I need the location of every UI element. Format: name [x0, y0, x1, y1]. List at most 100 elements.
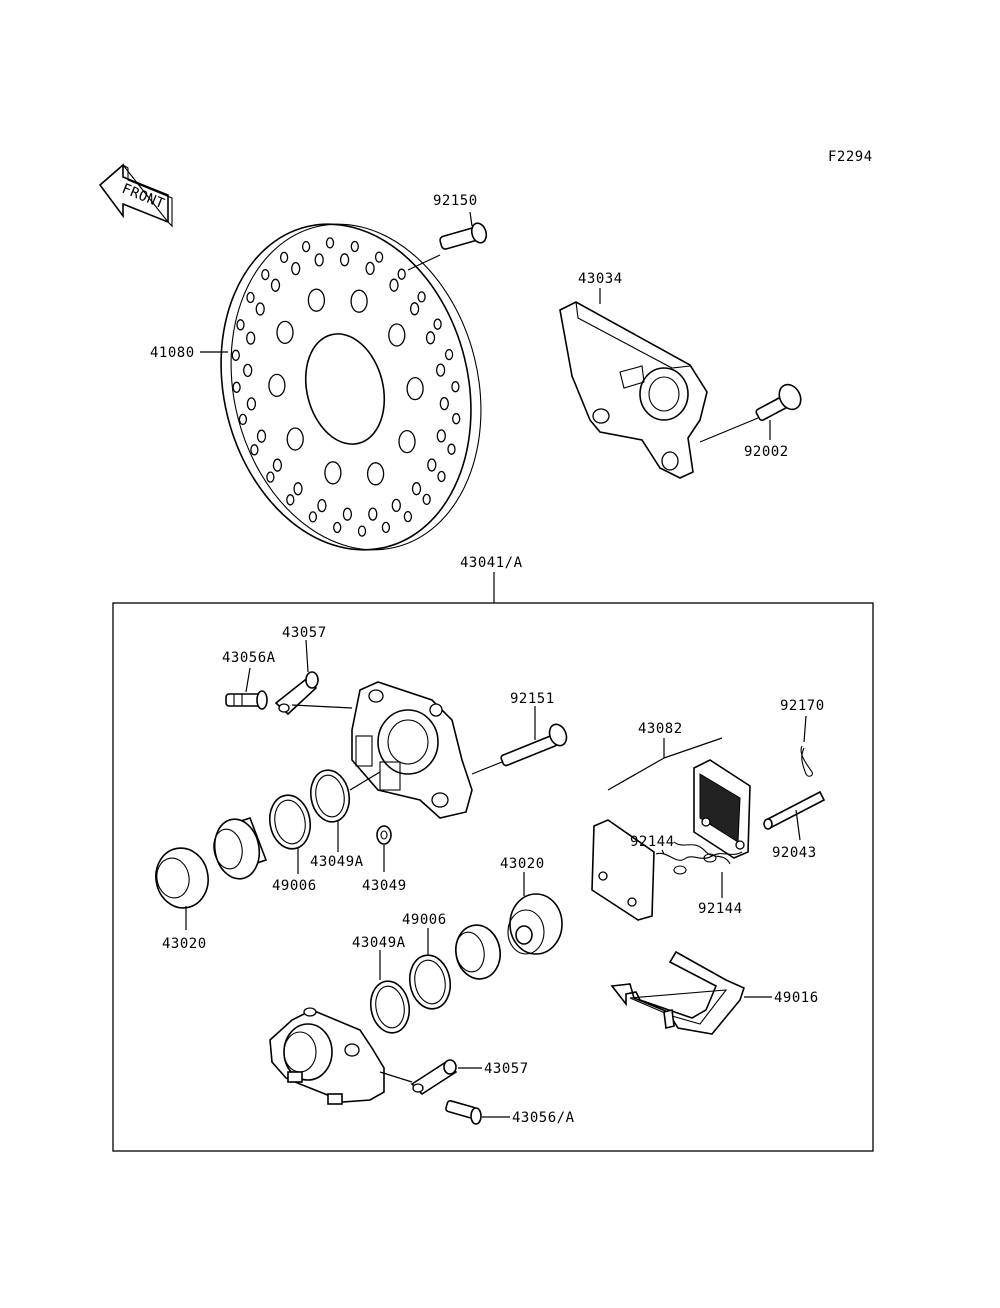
disc-hole	[232, 381, 241, 393]
label-43057-top: 43057	[282, 625, 327, 641]
disc-hole	[231, 349, 240, 361]
disc-hole	[307, 288, 326, 312]
disc-hole	[250, 444, 259, 456]
pad-pin	[763, 790, 826, 830]
bleeder-valve-bottom	[445, 1100, 482, 1125]
disc-hole	[243, 363, 253, 378]
piston-right	[507, 893, 563, 955]
label-41080: 41080	[150, 345, 195, 361]
label-92144-a: 92144	[630, 834, 675, 850]
label-92170: 92170	[780, 698, 825, 714]
bleeder-cap-bottom	[410, 1059, 458, 1096]
disc-hole	[439, 396, 449, 411]
label-43057-bottom: 43057	[484, 1061, 529, 1077]
caliper-bracket	[559, 301, 708, 479]
disc-hole	[374, 251, 384, 263]
caliper-body-top	[351, 681, 473, 819]
disc-hole	[436, 429, 446, 443]
disc-hole	[255, 302, 265, 316]
label-43056-bottom: 43056/A	[512, 1110, 575, 1126]
label-43034: 43034	[578, 271, 623, 287]
label-43041: 43041/A	[460, 555, 523, 571]
disc-hole	[333, 521, 342, 534]
disc-hole	[406, 376, 424, 401]
retaining-clip	[800, 745, 813, 777]
caliper-bolt	[500, 723, 568, 767]
disc-hole	[350, 289, 368, 313]
disc-hole	[388, 323, 406, 347]
label-49016: 49016	[774, 990, 819, 1006]
disc-hole	[301, 240, 311, 253]
label-43020-right: 43020	[500, 856, 545, 872]
label-92144-b: 92144	[698, 901, 743, 917]
disc-hole	[437, 470, 446, 483]
caliper-assembly-box	[112, 602, 874, 1152]
label-43049A-top: 43049A	[310, 854, 364, 870]
disc-hole	[403, 510, 413, 523]
disc-hole	[276, 320, 294, 345]
disc-hole	[411, 482, 422, 496]
piston-top-outer	[155, 847, 209, 909]
dust-seal-bottom	[408, 954, 452, 1010]
disc-hole	[425, 331, 436, 345]
disc-hole	[236, 319, 245, 331]
disc-hole	[368, 507, 378, 521]
brake-pad-left	[591, 819, 655, 921]
pad-shim	[610, 950, 745, 1035]
disc-hole	[268, 373, 286, 398]
disc-hole	[317, 498, 327, 513]
disc-hole	[339, 253, 350, 267]
bracket-bolt	[755, 383, 802, 422]
bleeder-cap-top	[274, 671, 319, 716]
disc-hole	[256, 429, 267, 443]
disc-hole	[342, 507, 353, 521]
disc-hole	[246, 291, 255, 304]
disc-hole	[246, 397, 257, 411]
disc-hole	[324, 461, 342, 485]
label-92150: 92150	[433, 193, 478, 209]
disc-hole	[266, 471, 275, 483]
disc-hole	[238, 413, 248, 426]
disc-hole	[365, 261, 375, 276]
disc-hole	[391, 498, 401, 513]
label-49006-top: 49006	[272, 878, 317, 894]
dust-seal-top	[268, 794, 312, 850]
disc-hole	[286, 427, 304, 451]
label-43020-left: 43020	[162, 936, 207, 952]
disc-hole	[427, 458, 437, 472]
disc-hole	[314, 253, 324, 267]
front-arrow-icon: FRONT	[98, 163, 173, 228]
label-92043: 92043	[772, 845, 817, 861]
label-92002: 92002	[744, 444, 789, 460]
label-43049A-bottom: 43049A	[352, 935, 406, 951]
disc-hole	[308, 511, 318, 523]
brake-pad-right	[693, 759, 751, 859]
label-43056A: 43056A	[222, 650, 276, 666]
disc-bolt	[439, 222, 488, 250]
piston-top-inner	[213, 816, 268, 880]
caliper-body-bottom	[269, 1007, 385, 1105]
disc-hole	[389, 278, 399, 292]
disc-hole	[270, 278, 281, 292]
brake-disc	[220, 223, 482, 551]
piston-seal-top	[309, 769, 351, 823]
disc-hole	[447, 443, 456, 455]
bleeder-valve-top	[225, 690, 268, 710]
disc-hole	[279, 251, 289, 264]
disc-hole	[409, 302, 420, 316]
disc-hole	[381, 521, 391, 534]
disc-hole	[397, 268, 406, 280]
disc-hole	[293, 482, 303, 496]
disc-hole	[272, 458, 283, 472]
disc-hole	[261, 268, 270, 281]
disc-hole	[357, 525, 367, 537]
label-49006-bottom: 49006	[402, 912, 447, 928]
disc-hole	[433, 318, 442, 330]
label-43082: 43082	[638, 721, 683, 737]
disc-hole	[417, 291, 426, 303]
label-92151: 92151	[510, 691, 555, 707]
disc-hole	[246, 331, 256, 345]
disc-hole	[366, 462, 385, 486]
piston-mid	[455, 924, 501, 980]
